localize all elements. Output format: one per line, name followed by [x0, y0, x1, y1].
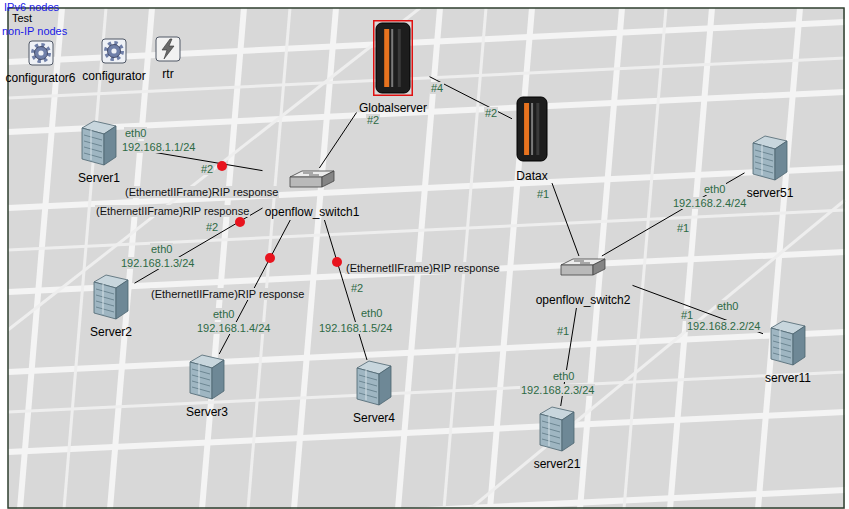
canvas-frame: [8, 8, 844, 508]
router-icon: [155, 36, 181, 62]
message-label: (EthernetIIFrame)RIP response: [95, 205, 250, 217]
node-name: rtr: [162, 67, 173, 81]
gate-address-label: 192.168.1.1/24: [121, 141, 196, 153]
gate-address-label: 192.168.1.4/24: [196, 322, 271, 334]
node-name: server11: [765, 371, 811, 385]
gate-address-label: eth0: [212, 308, 235, 320]
message-dot: [265, 253, 275, 263]
server-icon: [373, 20, 413, 96]
layer-caption: non-IP nodes: [2, 25, 67, 37]
node-name: configurator6: [5, 71, 75, 85]
switch-icon: [560, 256, 606, 278]
network-link: [324, 220, 367, 360]
server-icon: [92, 274, 130, 320]
server-node: server21: [532, 406, 583, 472]
server-node: Globalserver: [357, 20, 430, 116]
message-label: (EthernetIIFrame)RIP response: [124, 186, 279, 198]
server-icon: [355, 360, 393, 406]
network-title: Test: [12, 12, 32, 24]
message-label: (EthernetIIFrame)RIP response: [345, 262, 500, 274]
gate-address-label: 192.168.2.4/24: [672, 197, 747, 209]
node-name: Datax: [516, 169, 547, 183]
server-node: Datax: [512, 94, 552, 184]
server-node: Server1: [76, 120, 123, 186]
gate-address-label: eth0: [150, 243, 173, 255]
node-name: server51: [747, 186, 794, 200]
server-node: Server4: [351, 360, 398, 426]
configurator-icon: [101, 38, 127, 64]
server-node: Server3: [184, 354, 231, 420]
message-dot: [235, 217, 245, 227]
server-icon: [80, 120, 118, 166]
network-link: [430, 77, 513, 119]
utility-node: rtr: [153, 36, 183, 82]
server-node: server11: [763, 320, 813, 386]
node-name: Server1: [78, 171, 120, 185]
gate-address-label: eth0: [703, 183, 726, 195]
gate-address-label: eth0: [716, 300, 739, 312]
gate-address-label: #1: [676, 222, 690, 234]
gate-address-label: #2: [484, 107, 498, 119]
node-name: configurator: [82, 69, 145, 83]
switch-node: openflow_switch2: [534, 256, 633, 308]
node-name: Globalserver: [359, 101, 427, 115]
message-dot: [217, 161, 227, 171]
gate-address-label: #2: [350, 282, 364, 294]
gate-address-label: #2: [200, 163, 214, 175]
gate-address-label: #2: [205, 221, 219, 233]
gate-address-label: 192.168.2.2/24: [686, 320, 761, 332]
gate-address-label: 192.168.1.5/24: [318, 322, 393, 334]
gate-address-label: eth0: [124, 127, 147, 139]
layer-caption: IPv6 nodes: [4, 1, 59, 13]
node-name: openflow_switch2: [536, 293, 631, 307]
node-name: Server4: [353, 411, 395, 425]
server-icon: [769, 320, 807, 366]
server-icon: [188, 354, 226, 400]
network-link: [135, 208, 263, 283]
network-link: [633, 285, 764, 333]
gate-address-label: #4: [430, 82, 444, 94]
message-label: (EthernetIIFrame)RIP response: [150, 288, 305, 300]
map-ground: [8, 8, 845, 509]
gate-address-label: #1: [556, 325, 570, 337]
configurator-icon: [28, 40, 54, 66]
server-node: server51: [745, 135, 796, 201]
switch-icon: [289, 168, 335, 190]
network-link: [552, 183, 579, 256]
server-node: Server2: [88, 274, 135, 340]
node-name: openflow_switch1: [265, 205, 360, 219]
message-dot: [332, 257, 342, 267]
node-name: Server3: [186, 405, 228, 419]
streets: [8, 8, 845, 509]
utility-node: configurator: [80, 38, 148, 84]
server-icon: [751, 135, 789, 181]
gate-address-label: eth0: [360, 307, 383, 319]
minor-streets: [8, 8, 845, 509]
node-name: Server2: [90, 325, 132, 339]
gate-address-label: #1: [536, 188, 550, 200]
gate-address-label: 192.168.1.3/24: [120, 257, 195, 269]
network-link: [602, 173, 745, 256]
server-icon: [538, 406, 576, 452]
gate-address-label: 192.168.2.3/24: [520, 384, 595, 396]
server-icon: [514, 94, 550, 164]
gate-address-label: eth0: [552, 370, 575, 382]
node-name: server21: [534, 457, 581, 471]
utility-node: configurator6: [3, 40, 78, 86]
gate-address-label: #2: [366, 114, 380, 126]
network-link: [319, 113, 356, 168]
